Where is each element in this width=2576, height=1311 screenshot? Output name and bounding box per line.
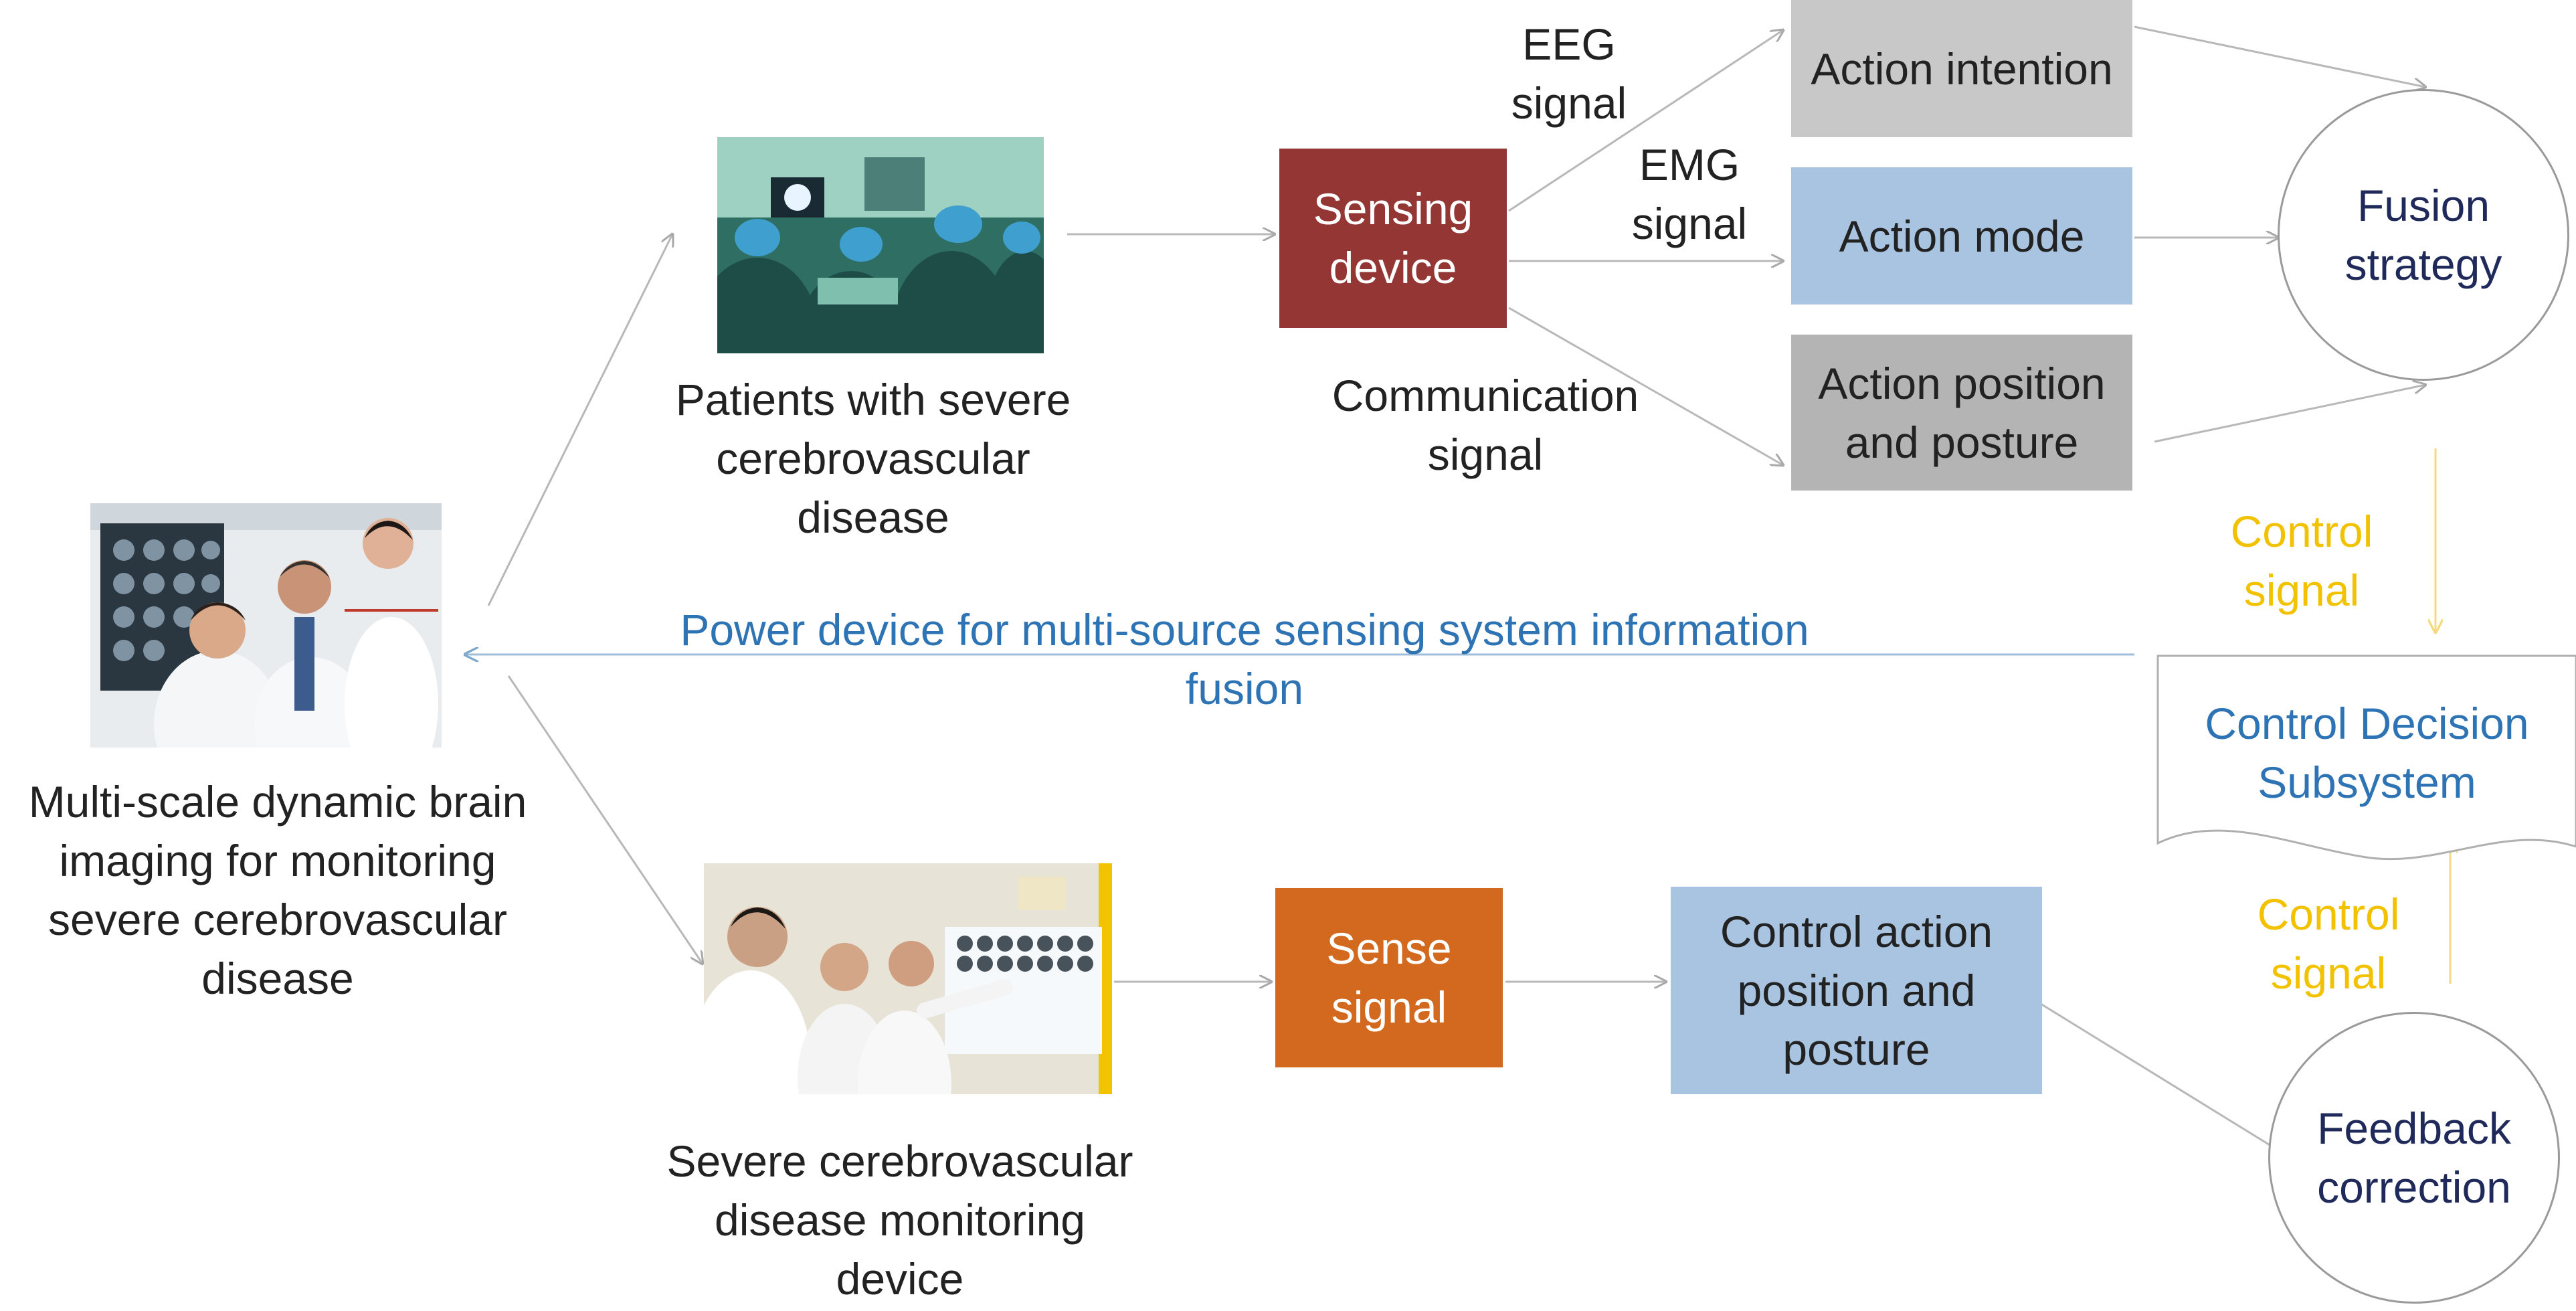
edge-imaging-to-patients [487, 234, 672, 606]
action-intention-box: Action intention [1791, 0, 2132, 137]
edge-sensing-to-intention [1508, 30, 1783, 212]
eeg-signal-label: EEG signal [1511, 19, 1627, 128]
operating-room-photo [717, 137, 1044, 353]
doctors-xray-photo [90, 503, 442, 748]
edge-position-to-fusion [2154, 385, 2425, 443]
sensing-device-box: Sensing device [1279, 149, 1507, 328]
action-position-box: Action position and posture [1791, 335, 2132, 491]
edge-intention-to-fusion [2134, 25, 2425, 87]
control-decision-label: Control Decision Subsystem [2205, 699, 2529, 807]
feedback-correction-circle: Feedback correction [2268, 1012, 2560, 1304]
control-action-box: Control action position and posture [1671, 887, 2042, 1094]
fusion-strategy-circle: Fusion strategy [2278, 89, 2569, 381]
control-signal-bottom-label: Control signal [2257, 889, 2400, 998]
emg-signal-label: EMG signal [1631, 140, 1748, 248]
sense-signal-box: Sense signal [1275, 888, 1503, 1067]
monitoring-device-caption: Severe cerebrovascular disease monitorin… [666, 1136, 1133, 1304]
control-decision-shape [2156, 654, 2576, 861]
edge-control-to-feedback [2040, 1002, 2285, 1154]
control-signal-top-label: Control signal [2230, 507, 2373, 615]
ct-review-photo [704, 863, 1112, 1094]
power-device-label: Power device for multi-source sensing sy… [680, 605, 1809, 713]
action-mode-box: Action mode [1791, 167, 2132, 304]
communication-signal-label: Communication signal [1331, 371, 1639, 479]
edge-sensing-to-position [1508, 307, 1783, 465]
imaging-caption: Multi-scale dynamic brain imaging for mo… [28, 777, 527, 1003]
patients-caption: Patients with severe cerebrovascular dis… [675, 375, 1071, 542]
edge-imaging-to-monitoring [507, 675, 703, 964]
